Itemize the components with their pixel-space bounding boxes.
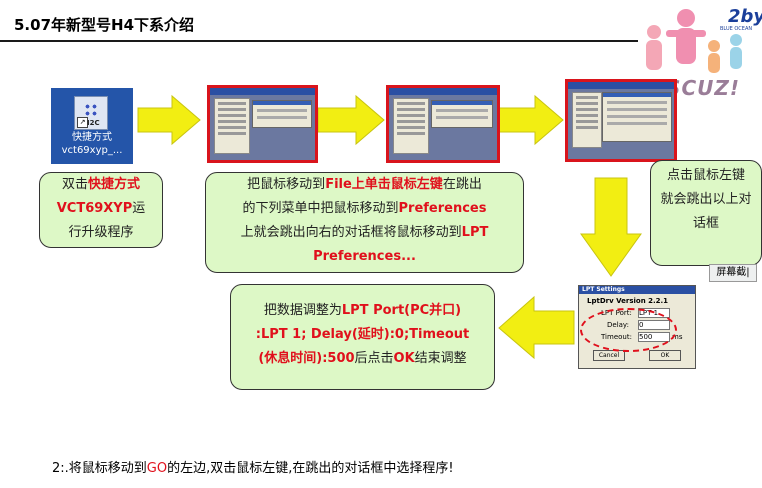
step2-text: 在跳出 (442, 177, 482, 192)
step2-text: 上就会跳出向右的对话框将鼠标移动到 (240, 225, 462, 240)
logo-badge: 2by (728, 6, 762, 27)
discuz-logo: 2by BLUE OCEAN (646, 6, 762, 73)
step3-text: 就会跳出以上对 (660, 192, 752, 207)
step2-highlight: File上单击鼠标左键 (325, 177, 443, 192)
shortcut-arrow-icon: ↗ (77, 117, 88, 128)
dialog-title: LPT Settings (579, 286, 695, 294)
step1-model: VCT69XYP (56, 201, 133, 216)
screenshot-tool-tab[interactable]: 屏幕截| (709, 264, 757, 282)
arrow-right-icon (137, 94, 201, 146)
program-icon: ↗ I2C (74, 96, 108, 130)
step2-highlight: Preferences... (313, 249, 416, 264)
step3-instruction: 点击鼠标左键 就会跳出以上对 话框 (650, 160, 762, 266)
footer-text: 2:.将鼠标移动到 (52, 461, 147, 476)
shortcut-icon-tile[interactable]: ↗ I2C 快捷方式 vct69xyp_... (51, 88, 133, 164)
step4-text: 后点击 (354, 351, 394, 366)
arrow-right-icon (496, 94, 564, 146)
step3-text: 话框 (692, 216, 719, 231)
arrow-right-icon (317, 94, 385, 146)
step2-instruction: 把鼠标移动到File上单击鼠标左键在跳出 的下列菜单中把鼠标移动到Prefere… (205, 172, 524, 273)
logo-badge-sub: BLUE OCEAN (720, 26, 752, 32)
arrow-down-icon (580, 177, 642, 277)
step2-highlight: Preferences (398, 201, 487, 216)
step2-text: 把鼠标移动到 (247, 177, 326, 192)
step1-highlight: 快捷方式 (88, 177, 141, 192)
step3-text: 点击鼠标左键 (666, 168, 745, 183)
step4-highlight: (休息时间):500 (258, 351, 355, 366)
footer-highlight: GO (146, 461, 168, 476)
shortcut-filename: vct69xyp_... (61, 145, 123, 156)
menu-screenshot-3 (565, 79, 677, 162)
step2-text: 的下列菜单中把鼠标移动到 (242, 201, 399, 216)
step2-highlight: LPT (461, 225, 489, 240)
ok-button[interactable]: OK (649, 350, 681, 361)
step1-instruction: 双击快捷方式 VCT69XYP运 行升级程序 (39, 172, 163, 248)
icon-tag: I2C (87, 119, 100, 127)
step4-instruction: 把数据调整为LPT Port(PC并口) :LPT 1; Delay(延时):0… (230, 284, 495, 390)
step1-text: 双击 (61, 177, 88, 192)
step1-text: 行升级程序 (68, 225, 134, 240)
timeout-unit: ms (672, 333, 683, 341)
title-divider (0, 40, 638, 42)
step4-text: 把数据调整为 (263, 303, 342, 318)
step4-highlight: :LPT 1; Delay(延时):0;Timeout (255, 327, 470, 342)
shortcut-label: 快捷方式 (72, 132, 112, 143)
step4-highlight: LPT Port(PC并口) (341, 303, 462, 318)
arrow-left-icon (498, 295, 575, 360)
step1-text: 运 (132, 201, 146, 216)
page-title: 5.07年新型号H4下系介绍 (14, 16, 195, 34)
step4-highlight: OK (393, 351, 415, 366)
highlight-oval (580, 308, 677, 352)
menu-screenshot-2 (386, 85, 500, 163)
dialog-version: LptDrv Version 2.2.1 (587, 297, 669, 305)
cancel-button[interactable]: Cancel (593, 350, 625, 361)
footer-text: 的左边,双击鼠标左键,在跳出的对话框中选择程序! (167, 461, 454, 476)
menu-screenshot-1 (207, 85, 318, 163)
step4-text: 结束调整 (414, 351, 467, 366)
footer-instruction: 2:.将鼠标移动到GO的左边,双击鼠标左键,在跳出的对话框中选择程序! (52, 457, 454, 476)
